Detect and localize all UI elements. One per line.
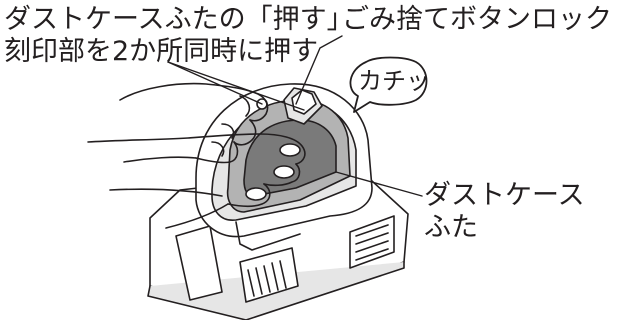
leader-lock bbox=[295, 35, 343, 105]
front-grille bbox=[239, 247, 299, 303]
lock-button-label: ごみ捨てボタンロック bbox=[342, 4, 612, 35]
leader-press-right bbox=[167, 61, 305, 111]
click-sound-label: カチッ bbox=[358, 67, 430, 95]
left-wheel bbox=[175, 225, 223, 301]
fingernail-1 bbox=[279, 143, 301, 157]
dust-case-cover-label-line2: ふた bbox=[424, 212, 478, 243]
side-vent bbox=[349, 215, 395, 269]
leader-cover bbox=[335, 171, 423, 197]
fingernail-2 bbox=[273, 165, 295, 179]
leader-lines bbox=[167, 35, 423, 197]
dust-case-cover-label-line1: ダストケース bbox=[424, 180, 585, 211]
press-instruction-line1: ダストケースふたの「押す」 bbox=[4, 4, 354, 35]
fingernail-3 bbox=[245, 187, 267, 201]
click-sound-balloon bbox=[349, 56, 428, 113]
press-instruction-line2: 刻印部を2か所同時に押す bbox=[4, 36, 319, 67]
lower-hand bbox=[87, 133, 306, 229]
leader-press-left bbox=[167, 61, 263, 105]
